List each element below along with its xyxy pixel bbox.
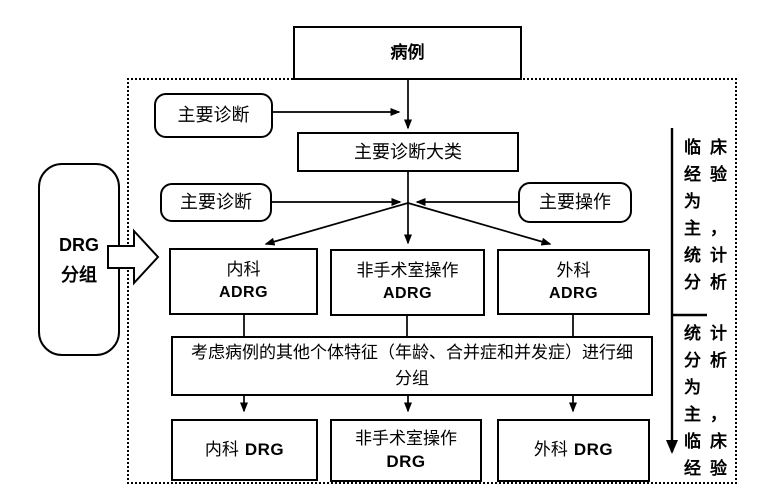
subdivision-box: 考虑病例的其他个体特征（年龄、合并症和并发症）进行细分组: [171, 336, 653, 396]
adrg-nonoperating-cjk: 非手术室操作: [356, 261, 459, 281]
primary-operation-label: 主要操作: [539, 192, 611, 213]
drg-internal-medicine-latin: DRG: [244, 439, 285, 459]
adrg-internal-medicine-cjk: 内科: [226, 260, 261, 280]
subdivision-label: 考虑病例的其他个体特征（年龄、合并症和并发症）进行细分组: [191, 343, 633, 388]
adrg-surgical-cjk: 外科: [556, 260, 591, 280]
drg-nonoperating-latin: DRG: [386, 451, 426, 471]
annotation-statistical-first: 统计 分析 为 主， 临床 经验: [684, 324, 736, 478]
mdc-label: 主要诊断大类: [354, 141, 462, 162]
drg-group-panel-line2: 分组: [61, 264, 97, 285]
case-box-label: 病例: [390, 42, 425, 62]
adrg-internal-medicine-latin: ADRG: [218, 284, 269, 302]
drg-nonoperating-box: 非手术室操作 DRG: [330, 419, 482, 482]
adrg-nonoperating-box: 非手术室操作 ADRG: [330, 249, 485, 316]
adrg-surgical-latin: ADRG: [548, 284, 599, 302]
drg-nonoperating-cjk: 非手术室操作: [355, 428, 457, 448]
drg-internal-medicine-box: 内科 DRG: [171, 419, 318, 481]
adrg-internal-medicine-box: 内科 ADRG: [169, 248, 318, 315]
adrg-nonoperating-latin: ADRG: [382, 285, 433, 303]
primary-diagnosis-mid-label: 主要诊断: [180, 192, 252, 213]
primary-operation-box: 主要操作: [518, 182, 632, 223]
drg-group-panel: DRG 分组: [38, 163, 120, 356]
primary-diagnosis-top-label: 主要诊断: [177, 105, 250, 126]
mdc-box: 主要诊断大类: [297, 132, 519, 172]
drg-internal-medicine-cjk: 内科: [204, 439, 239, 459]
case-box: 病例: [293, 26, 522, 80]
adrg-surgical-box: 外科 ADRG: [497, 249, 650, 315]
primary-diagnosis-top-box: 主要诊断: [154, 93, 273, 138]
annotation-clinical-first: 临床 经验 为 主， 统计 分析: [684, 138, 736, 292]
drg-group-panel-line1: DRG: [59, 234, 99, 255]
primary-diagnosis-mid-box: 主要诊断: [160, 183, 272, 222]
drg-surgical-latin: DRG: [573, 440, 614, 460]
drg-surgical-box: 外科 DRG: [497, 419, 650, 482]
drg-surgical-cjk: 外科: [533, 440, 568, 460]
